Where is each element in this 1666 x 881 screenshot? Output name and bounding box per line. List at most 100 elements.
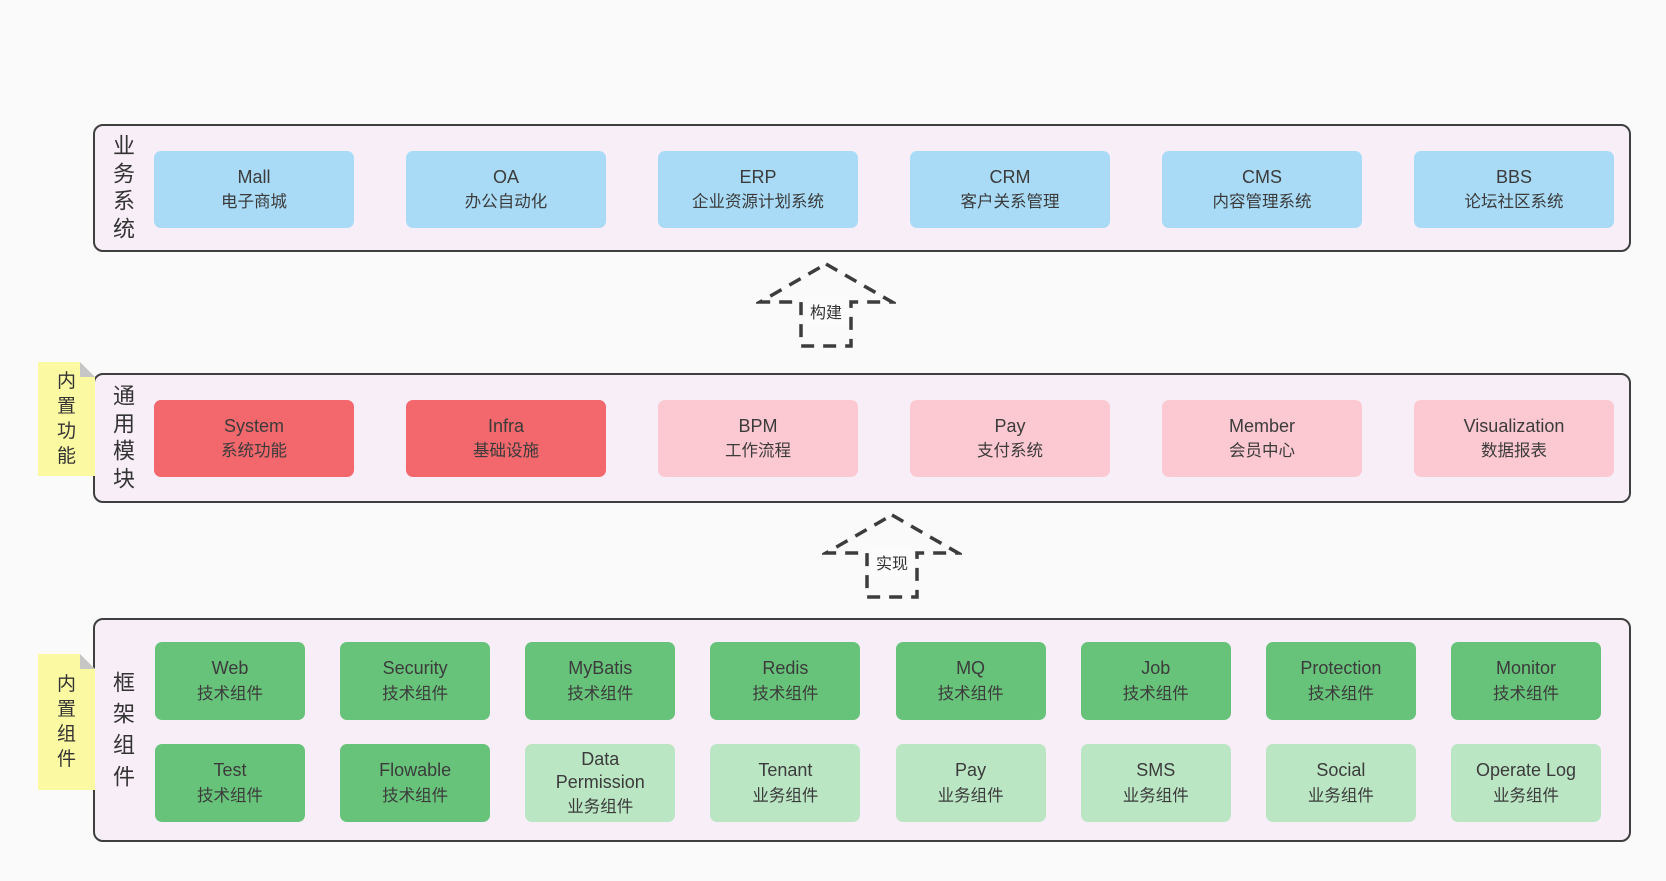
box-title: MyBatis bbox=[568, 658, 633, 679]
box-title: Tenant bbox=[758, 760, 813, 781]
box-flowable: Flowable 技术组件 bbox=[340, 744, 491, 822]
box-title: Test bbox=[213, 760, 247, 781]
box-mq: MQ 技术组件 bbox=[895, 642, 1046, 720]
box-subtitle: 技术组件 bbox=[937, 684, 1004, 703]
box-pay-business: Pay 业务组件 bbox=[895, 744, 1046, 822]
box-title: Protection bbox=[1300, 658, 1382, 679]
box-subtitle: 系统功能 bbox=[221, 442, 287, 461]
box-mall: Mall 电子商城 bbox=[154, 151, 354, 228]
box-subtitle: 业务组件 bbox=[1122, 786, 1189, 805]
box-title: ERP bbox=[739, 166, 777, 187]
box-title: Data Permission bbox=[555, 749, 645, 792]
box-crm: CRM 客户关系管理 bbox=[910, 151, 1110, 228]
box-title: Operate Log bbox=[1475, 760, 1577, 781]
business-box-row: Mall 电子商城 OA 办公自动化 ERP 企业资源计划系统 CRM 客户关系… bbox=[154, 151, 1614, 228]
section-framework-components: 框架组件 Web 技术组件 Security 技术组件 MyBatis 技术组件… bbox=[93, 618, 1631, 842]
box-title: CMS bbox=[1242, 166, 1282, 187]
box-title: Pay bbox=[994, 415, 1026, 436]
box-subtitle: 内容管理系统 bbox=[1212, 193, 1312, 212]
box-title: Monitor bbox=[1495, 658, 1556, 679]
box-protection: Protection 技术组件 bbox=[1265, 642, 1416, 720]
box-title: OA bbox=[492, 166, 519, 187]
box-bpm: BPM 工作流程 bbox=[658, 400, 858, 477]
up-arrow-icon bbox=[756, 261, 896, 348]
box-web: Web 技术组件 bbox=[155, 642, 305, 720]
section-business-label: 业务系统 bbox=[112, 133, 135, 242]
box-subtitle: 会员中心 bbox=[1229, 442, 1295, 461]
box-subtitle: 技术组件 bbox=[382, 684, 449, 703]
sticky-note-text: 内置组件 bbox=[56, 673, 76, 771]
box-subtitle: 业务组件 bbox=[937, 786, 1004, 805]
framework-box-row-2: Test 技术组件 Flowable 技术组件 Data Permission … bbox=[155, 744, 1601, 822]
box-member: Member 会员中心 bbox=[1162, 400, 1362, 477]
sticky-note-built-in-functions: 内置功能 bbox=[38, 362, 95, 476]
box-data-permission: Data Permission 业务组件 bbox=[525, 744, 676, 822]
box-title: Security bbox=[382, 658, 448, 679]
arrow-implement: 实现 bbox=[822, 512, 962, 600]
sticky-note-built-in-components: 内置组件 bbox=[38, 654, 95, 790]
modules-box-row: System 系统功能 Infra 基础设施 BPM 工作流程 Pay 支付系统… bbox=[154, 400, 1614, 477]
box-subtitle: 业务组件 bbox=[752, 786, 819, 805]
box-subtitle: 业务组件 bbox=[567, 798, 634, 817]
box-subtitle: 客户关系管理 bbox=[960, 193, 1060, 212]
section-framework-label: 框架组件 bbox=[112, 670, 135, 790]
box-oa: OA 办公自动化 bbox=[406, 151, 606, 228]
box-subtitle: 技术组件 bbox=[752, 684, 819, 703]
box-title: Redis bbox=[762, 658, 809, 679]
box-title: Mall bbox=[237, 166, 271, 187]
box-subtitle: 技术组件 bbox=[1307, 684, 1374, 703]
box-sms: SMS 业务组件 bbox=[1080, 744, 1231, 822]
box-security: Security 技术组件 bbox=[340, 642, 491, 720]
arrow-build: 构建 bbox=[756, 261, 896, 349]
box-title: System bbox=[223, 415, 284, 436]
box-visualization: Visualization 数据报表 bbox=[1414, 400, 1614, 477]
box-system: System 系统功能 bbox=[154, 400, 354, 477]
box-title: BPM bbox=[738, 415, 778, 436]
box-erp: ERP 企业资源计划系统 bbox=[658, 151, 858, 228]
up-arrow-icon bbox=[822, 512, 962, 599]
box-title: Infra bbox=[487, 415, 525, 436]
box-subtitle: 基础设施 bbox=[473, 442, 539, 461]
box-title: Pay bbox=[955, 760, 987, 781]
box-title: Job bbox=[1141, 658, 1171, 679]
box-title: Visualization bbox=[1463, 415, 1565, 436]
box-test: Test 技术组件 bbox=[155, 744, 305, 822]
box-pay: Pay 支付系统 bbox=[910, 400, 1110, 477]
box-title: Flowable bbox=[379, 760, 452, 781]
box-subtitle: 企业资源计划系统 bbox=[692, 193, 824, 212]
box-subtitle: 工作流程 bbox=[725, 442, 791, 461]
section-modules-label: 通用模块 bbox=[112, 383, 135, 492]
framework-box-row-1: Web 技术组件 Security 技术组件 MyBatis 技术组件 Redi… bbox=[155, 642, 1601, 720]
box-operate-log: Operate Log 业务组件 bbox=[1450, 744, 1601, 822]
arrow-build-label: 构建 bbox=[804, 297, 848, 325]
folded-corner-icon bbox=[80, 362, 95, 377]
box-title: Member bbox=[1228, 415, 1295, 436]
box-subtitle: 业务组件 bbox=[1307, 786, 1374, 805]
box-cms: CMS 内容管理系统 bbox=[1162, 151, 1362, 228]
arrow-implement-label: 实现 bbox=[870, 548, 914, 576]
box-subtitle: 技术组件 bbox=[382, 786, 449, 805]
box-subtitle: 技术组件 bbox=[567, 684, 634, 703]
box-mybatis: MyBatis 技术组件 bbox=[525, 642, 676, 720]
box-subtitle: 电子商城 bbox=[221, 193, 287, 212]
box-subtitle: 技术组件 bbox=[1122, 684, 1189, 703]
box-subtitle: 技术组件 bbox=[197, 684, 263, 703]
box-subtitle: 办公自动化 bbox=[464, 193, 548, 212]
section-common-modules: 通用模块 System 系统功能 Infra 基础设施 BPM 工作流程 Pay… bbox=[93, 373, 1631, 503]
box-social: Social 业务组件 bbox=[1265, 744, 1416, 822]
box-infra: Infra 基础设施 bbox=[406, 400, 606, 477]
box-subtitle: 论坛社区系统 bbox=[1464, 193, 1564, 212]
box-title: SMS bbox=[1136, 760, 1176, 781]
box-job: Job 技术组件 bbox=[1080, 642, 1231, 720]
box-subtitle: 技术组件 bbox=[1492, 684, 1559, 703]
box-title: CRM bbox=[989, 166, 1031, 187]
box-title: Web bbox=[211, 658, 249, 679]
box-subtitle: 数据报表 bbox=[1481, 442, 1547, 461]
box-bbs: BBS 论坛社区系统 bbox=[1414, 151, 1614, 228]
box-title: Social bbox=[1316, 760, 1366, 781]
sticky-note-text: 内置功能 bbox=[56, 370, 76, 468]
box-tenant: Tenant 业务组件 bbox=[710, 744, 861, 822]
box-redis: Redis 技术组件 bbox=[710, 642, 861, 720]
section-business-systems: 业务系统 Mall 电子商城 OA 办公自动化 ERP 企业资源计划系统 CRM… bbox=[93, 124, 1631, 252]
